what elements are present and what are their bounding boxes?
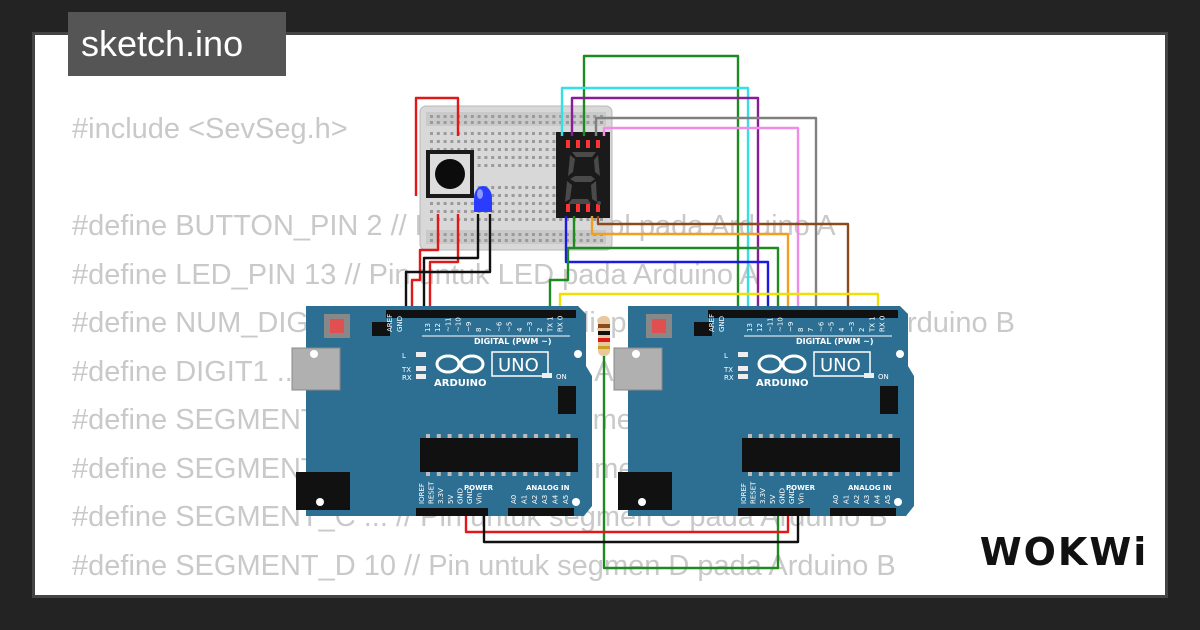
power-pin-label: Vin <box>476 493 484 504</box>
power-header-label: POWER <box>786 484 816 492</box>
code-line: #define SEGMENT_D 10 // Pin untuk segmen… <box>72 549 896 582</box>
analog-header <box>830 508 896 516</box>
power-pin-label: GND <box>456 488 464 504</box>
digital-pin-label: ~9 <box>465 322 473 332</box>
power-pin-label: GND <box>466 488 474 504</box>
digital-pin-label: 12 <box>434 323 442 332</box>
digital-pin-label: 8 <box>797 328 805 332</box>
digital-pin-label: 2 <box>858 328 866 332</box>
status-led-label: RX <box>724 374 734 382</box>
status-led-label: RX <box>402 374 412 382</box>
power-pin-label: IOREF <box>418 483 426 504</box>
digital-pin-label: TX 1 <box>868 316 876 333</box>
power-pin-label: RESET <box>428 481 436 504</box>
analog-pin-label: A5 <box>562 495 570 504</box>
wires <box>404 54 880 570</box>
analog-pin-label: A2 <box>853 495 861 504</box>
arduino-brand-label: ARDUINO <box>434 378 486 389</box>
digital-pin-label: ~3 <box>848 322 856 332</box>
power-pin-label: GND <box>788 488 796 504</box>
status-led-label: L <box>724 352 728 360</box>
aref-label: AREF <box>386 314 394 332</box>
usb-port <box>613 347 663 391</box>
digital-header-label: DIGITAL (PWM ~) <box>474 337 552 346</box>
analog-pin-label: A1 <box>842 495 850 504</box>
digital-pin-label: ~5 <box>828 322 836 332</box>
digital-pin-label: ~11 <box>444 317 452 332</box>
digital-pin-label: 7 <box>485 328 493 332</box>
analog-pin-label: A3 <box>863 495 871 504</box>
gnd-label: GND <box>718 316 726 332</box>
power-pin-label: RESET <box>750 481 758 504</box>
digital-pin-label: 8 <box>475 328 483 332</box>
power-header <box>416 508 488 516</box>
push-button[interactable] <box>426 150 474 198</box>
analog-pin-label: A4 <box>874 494 882 504</box>
power-header-label: POWER <box>464 484 494 492</box>
analog-header <box>508 508 574 516</box>
arduino-brand-label: ARDUINO <box>756 378 808 389</box>
status-led-label: L <box>402 352 406 360</box>
digital-pin-label: TX 1 <box>546 316 554 333</box>
analog-pin-label: A0 <box>510 495 518 504</box>
digital-pin-label: ~9 <box>787 322 795 332</box>
power-pin-label: GND <box>778 488 786 504</box>
digital-header-label: DIGITAL (PWM ~) <box>796 337 874 346</box>
on-led-label: ON <box>878 373 889 381</box>
power-pin-label: 3.3V <box>759 488 767 504</box>
digital-pin-label: ~3 <box>526 322 534 332</box>
digital-pin-label: ~10 <box>777 317 785 332</box>
analog-pin-label: A4 <box>552 494 560 504</box>
aref-label: AREF <box>708 314 716 332</box>
analog-pin-label: A0 <box>832 495 840 504</box>
digital-pin-label: ~11 <box>766 317 774 332</box>
digital-pin-label: 7 <box>807 328 815 332</box>
digital-pin-label: 4 <box>516 327 524 332</box>
power-pin-label: Vin <box>798 493 806 504</box>
digital-pin-label: 4 <box>838 327 846 332</box>
digital-pin-label: RX 0 <box>557 316 565 332</box>
analog-header-label: ANALOG IN <box>526 484 570 492</box>
digital-pin-label: 12 <box>756 323 764 332</box>
microcontroller-chip <box>742 438 900 472</box>
digital-pin-label: 2 <box>536 328 544 332</box>
analog-pin-label: A3 <box>541 495 549 504</box>
gnd-label: GND <box>396 316 404 332</box>
digital-pin-label: 13 <box>424 323 432 332</box>
digital-pin-label: 13 <box>746 323 754 332</box>
status-led-label: TX <box>723 366 733 374</box>
digital-pin-label: ~10 <box>455 317 463 332</box>
on-led-label: ON <box>556 373 567 381</box>
microcontroller-chip <box>420 438 578 472</box>
blue-led <box>474 186 492 212</box>
wokwi-logo: WOKWi <box>979 530 1149 574</box>
uno-label: UNO <box>498 355 539 376</box>
sketch-filename-tab[interactable]: sketch.ino <box>68 12 286 76</box>
code-line: #include <SevSeg.h> <box>72 113 348 145</box>
analog-pin-label: A1 <box>520 495 528 504</box>
analog-pin-label: A5 <box>884 495 892 504</box>
uno-label: UNO <box>820 355 861 376</box>
digital-pin-label: ~6 <box>495 321 503 332</box>
digital-pin-label: ~6 <box>817 321 825 332</box>
analog-pin-label: A2 <box>531 495 539 504</box>
digital-header <box>386 310 576 318</box>
power-pin-label: 5V <box>769 495 777 504</box>
power-header <box>738 508 810 516</box>
digital-header <box>708 310 898 318</box>
status-led-label: TX <box>401 366 411 374</box>
power-pin-label: 3.3V <box>437 488 445 504</box>
power-pin-label: 5V <box>447 495 455 504</box>
power-pin-label: IOREF <box>740 483 748 504</box>
digital-pin-label: ~5 <box>506 322 514 332</box>
resistor <box>598 316 610 356</box>
analog-header-label: ANALOG IN <box>848 484 892 492</box>
digital-pin-label: RX 0 <box>879 316 887 332</box>
seven-segment-display <box>556 132 610 218</box>
